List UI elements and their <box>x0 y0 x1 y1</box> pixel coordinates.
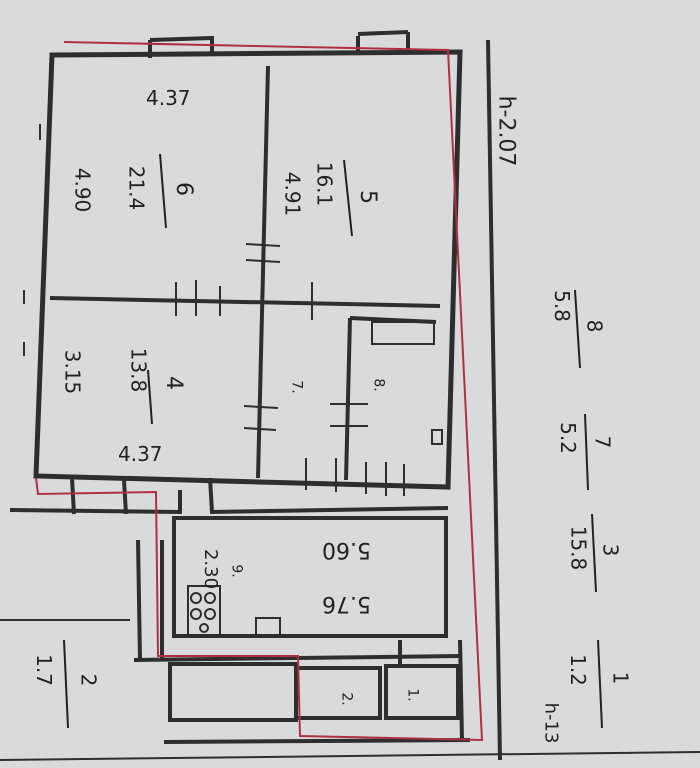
height-note-bottom: h-13 <box>540 702 562 744</box>
dimension-ticks <box>23 124 405 496</box>
room-4-length: 3.15 <box>60 349 85 395</box>
legend-2-num: 2 <box>76 673 101 687</box>
room-1-label: 1. <box>404 688 421 702</box>
room-2-label: 2. <box>338 692 355 706</box>
sink-icon <box>255 617 281 637</box>
legend-bars <box>63 153 603 729</box>
room-9-dim-b: 2.30 <box>200 548 222 590</box>
legend-2-den: 1.7 <box>31 654 56 686</box>
room-6-area: 21.4 <box>124 165 149 211</box>
legend-3-num: 3 <box>598 543 623 557</box>
legend-7-den: 5.2 <box>555 422 580 454</box>
walls <box>0 30 700 761</box>
room-6-width: 4.37 <box>146 86 191 110</box>
room-6-number: 6 <box>171 182 196 196</box>
legend-1-num: 1 <box>608 671 633 685</box>
room-4-number: 4 <box>161 376 186 390</box>
room-7-label: 7. <box>288 380 305 394</box>
legend-1-den: 1.2 <box>565 654 590 686</box>
legend-3-den: 15.8 <box>566 525 591 571</box>
room-9-dim-c: 5.76 <box>322 591 371 616</box>
room-5-length: 4.91 <box>280 171 305 217</box>
height-note: h-2.07 <box>493 95 519 167</box>
room-5-number: 5 <box>355 190 380 204</box>
room-6-length: 4.90 <box>70 167 95 213</box>
room-4-area: 13.8 <box>126 347 151 393</box>
legend-8-den: 5.8 <box>549 290 574 322</box>
room-9-dim-a: 5.60 <box>322 537 371 562</box>
room-9-label: 9. <box>228 564 245 578</box>
room-5-area: 16.1 <box>312 161 337 207</box>
stove-icon <box>187 585 221 637</box>
legend-7-num: 7 <box>590 435 615 449</box>
red-outline <box>35 41 484 742</box>
legend-8-num: 8 <box>582 319 607 333</box>
room-8-label: 8. <box>370 378 387 392</box>
room-4-width: 4.37 <box>118 442 163 466</box>
